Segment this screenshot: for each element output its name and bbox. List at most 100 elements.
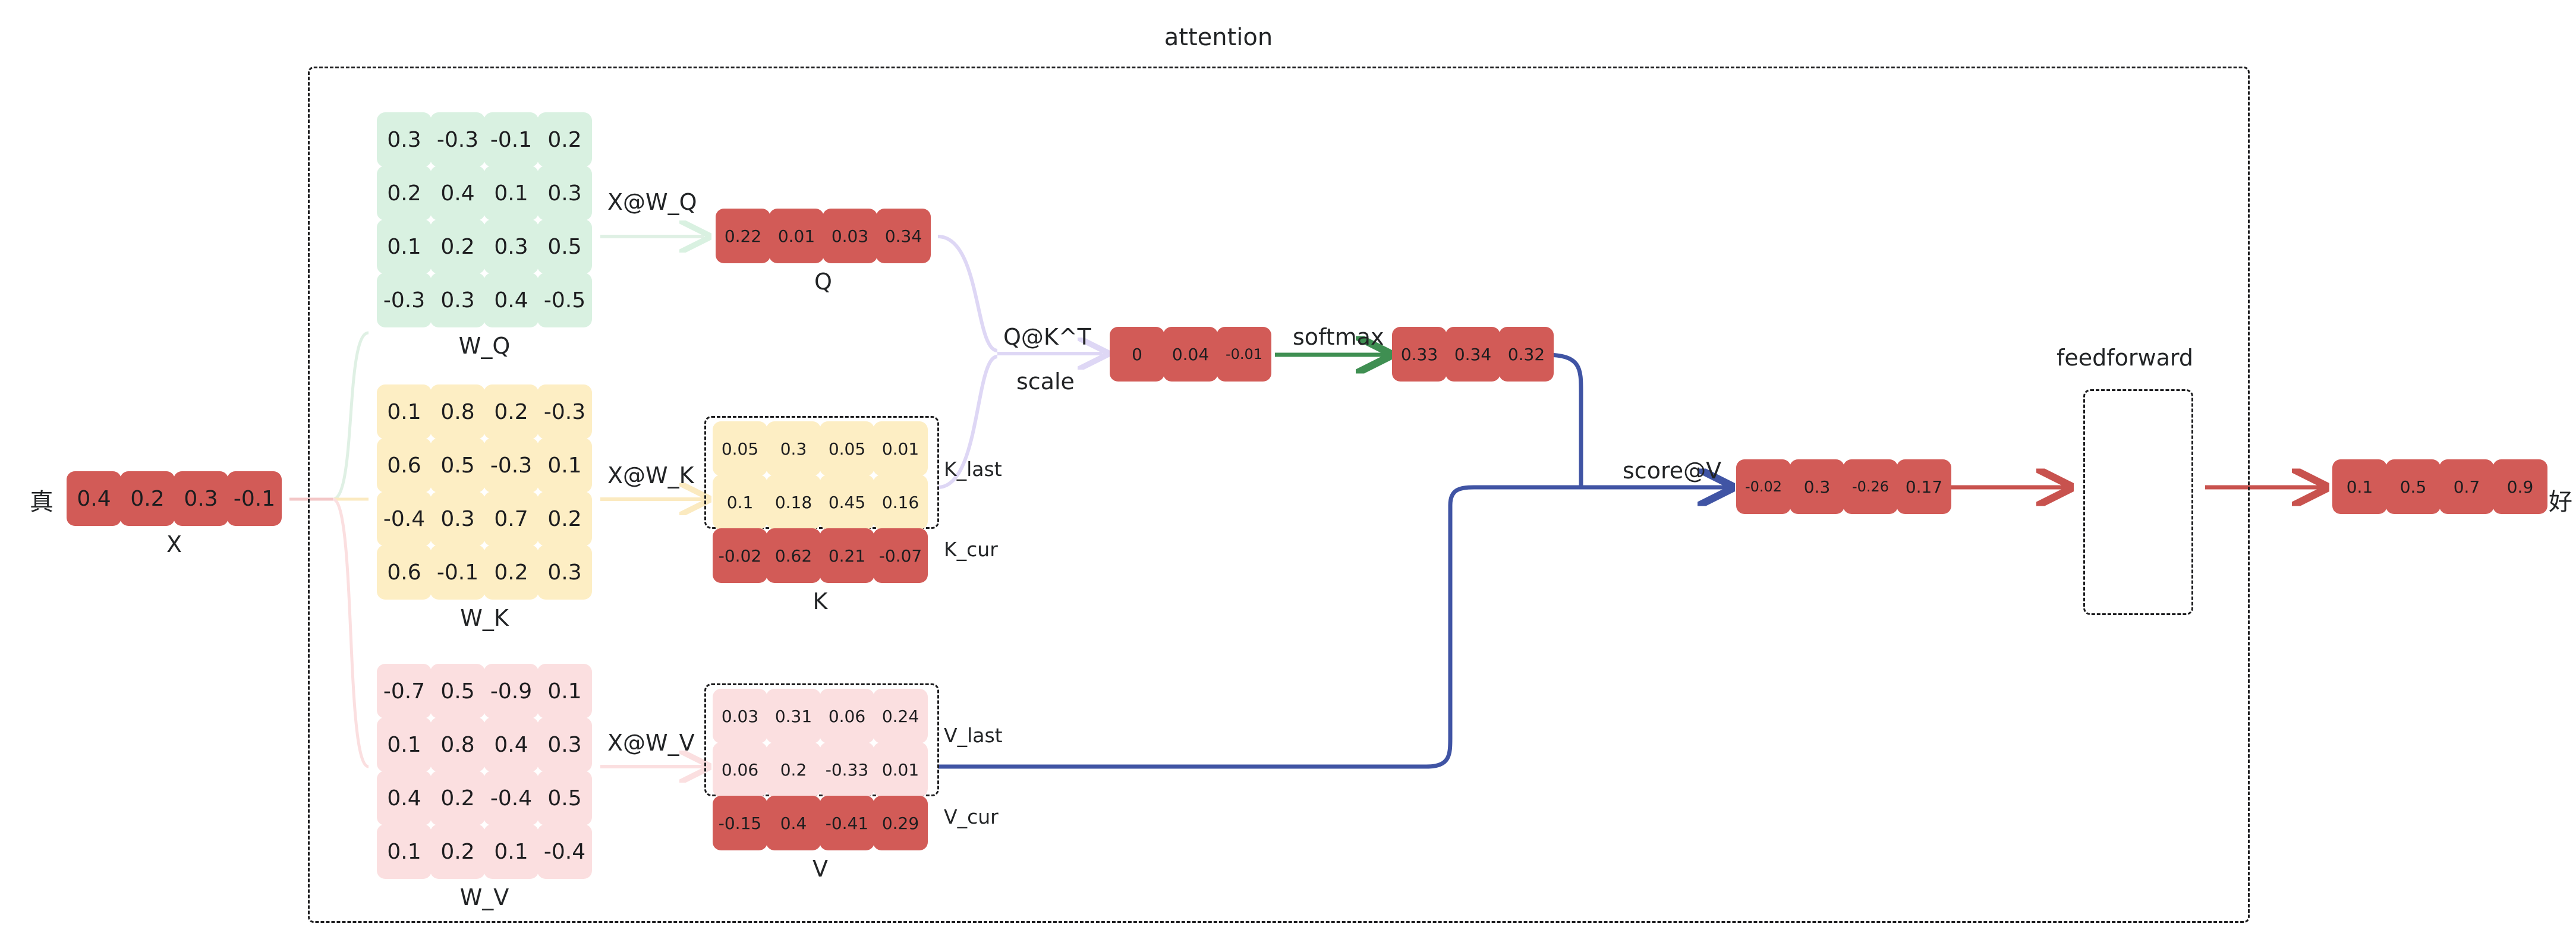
cell: 0.34 <box>1446 327 1500 382</box>
table-row: -0.7 0.5 -0.9 0.1 <box>377 664 592 718</box>
cell: 0 <box>1110 327 1164 382</box>
k-cur-label: K_cur <box>944 538 998 561</box>
cell: -0.07 <box>873 528 928 583</box>
table-row: 0.22 0.01 0.03 0.34 <box>716 209 931 263</box>
cell: 0.01 <box>873 421 928 476</box>
v-last-label: V_last <box>944 724 1003 747</box>
cell: 0.3 <box>537 717 592 772</box>
cell: 0.2 <box>537 112 592 167</box>
cell: 0.03 <box>823 209 877 263</box>
table-row: 0.1 0.5 0.7 0.9 <box>2332 459 2547 514</box>
table-row: 0.6 -0.1 0.2 0.3 <box>377 545 592 600</box>
cell: -0.3 <box>484 438 538 493</box>
matrix-V: 0.03 0.31 0.06 0.24 0.06 0.2 -0.33 0.01 … <box>713 689 928 882</box>
cell: 0.16 <box>873 475 928 529</box>
cell: -0.9 <box>484 664 538 718</box>
cell: -0.4 <box>484 771 538 825</box>
table-row: 0.03 0.31 0.06 0.24 <box>713 689 928 743</box>
matrix-X-label: X <box>166 531 182 557</box>
cell: -0.4 <box>537 824 592 879</box>
matrix-W_K-label: W_K <box>460 605 509 631</box>
cell: 0.7 <box>2439 459 2494 514</box>
cell: -0.5 <box>537 273 592 327</box>
cell: 0.1 <box>377 824 432 879</box>
label-q-at-kt: Q@K^T <box>1003 324 1091 350</box>
cell: -0.3 <box>430 112 485 167</box>
cell: 0.1 <box>537 438 592 493</box>
cell: 0.1 <box>2332 459 2387 514</box>
cell: 0.1 <box>377 384 432 439</box>
cell: 0.1 <box>713 475 767 529</box>
cell: 0.1 <box>484 166 538 220</box>
label-x-at-wv: X@W_V <box>607 730 695 756</box>
cell: -0.1 <box>430 545 485 600</box>
table-row: 0.3 -0.3 -0.1 0.2 <box>377 112 592 167</box>
matrix-Q: 0.22 0.01 0.03 0.34 Q <box>716 209 931 295</box>
cell: -0.01 <box>1217 327 1271 382</box>
cell: -0.41 <box>820 796 874 850</box>
cell: 0.22 <box>716 209 770 263</box>
cell: 0.2 <box>537 491 592 546</box>
input-token-label: 真 <box>30 488 53 516</box>
cell: 0.24 <box>873 689 928 743</box>
table-row: 0.05 0.3 0.05 0.01 <box>713 421 928 476</box>
cell: -0.26 <box>1843 459 1898 514</box>
cell: 0.4 <box>67 471 121 526</box>
cell: 0.31 <box>766 689 821 743</box>
cell: -0.33 <box>820 742 874 797</box>
cell: 0.3 <box>537 166 592 220</box>
cell: 0.3 <box>1790 459 1844 514</box>
table-row: 0.1 0.2 0.3 0.5 <box>377 219 592 274</box>
cell: 0.2 <box>430 824 485 879</box>
cell: 0.6 <box>377 545 432 600</box>
cell: -0.1 <box>484 112 538 167</box>
output-token-label: 好 <box>2549 488 2572 516</box>
cell: -0.3 <box>537 384 592 439</box>
cell: 0.21 <box>820 528 874 583</box>
cell: 0.03 <box>713 689 767 743</box>
matrix-X: 0.4 0.2 0.3 -0.1 X <box>67 471 282 557</box>
cell: 0.4 <box>484 273 538 327</box>
feedforward-label: feedforward <box>2057 345 2193 371</box>
table-row: -0.02 0.3 -0.26 0.17 <box>1736 459 1951 514</box>
cell: -0.02 <box>1736 459 1791 514</box>
cell: 0.32 <box>1499 327 1554 382</box>
matrix-W_K: 0.1 0.8 0.2 -0.3 0.6 0.5 -0.3 0.1 -0.4 0… <box>377 384 592 631</box>
matrix-W_V: -0.7 0.5 -0.9 0.1 0.1 0.8 0.4 0.3 0.4 0.… <box>377 664 592 910</box>
table-row: -0.15 0.4 -0.41 0.29 <box>713 796 928 850</box>
table-row: 0.1 0.2 0.1 -0.4 <box>377 824 592 879</box>
cell: 0.5 <box>430 438 485 493</box>
cell: -0.3 <box>377 273 432 327</box>
matrix-W_V-label: W_V <box>459 884 509 910</box>
cell: 0.05 <box>713 421 767 476</box>
cell: 0.6 <box>377 438 432 493</box>
cell: -0.15 <box>713 796 767 850</box>
label-x-at-wq: X@W_Q <box>607 189 697 215</box>
cell: 0.3 <box>537 545 592 600</box>
cell: 0.7 <box>484 491 538 546</box>
matrix-output: 0.1 0.5 0.7 0.9 <box>2332 459 2547 514</box>
table-row: -0.02 0.62 0.21 -0.07 <box>713 528 928 583</box>
cell: 0.3 <box>430 491 485 546</box>
cell: -0.7 <box>377 664 432 718</box>
cell: 0.45 <box>820 475 874 529</box>
label-score-at-v: score@V <box>1623 458 1722 484</box>
table-row: 0.1 0.8 0.2 -0.3 <box>377 384 592 439</box>
cell: 0.1 <box>377 219 432 274</box>
cell: 0.5 <box>2386 459 2440 514</box>
matrix-Q-label: Q <box>814 269 832 295</box>
table-row: -0.3 0.3 0.4 -0.5 <box>377 273 592 327</box>
cell: 0.2 <box>120 471 175 526</box>
attention-title: attention <box>1164 24 1273 51</box>
cell: 0.01 <box>769 209 824 263</box>
cell: 0.3 <box>484 219 538 274</box>
cell: 0.5 <box>537 771 592 825</box>
cell: 0.1 <box>484 824 538 879</box>
cell: 0.9 <box>2493 459 2547 514</box>
matrix-K-label: K <box>813 588 828 614</box>
cell: 0.4 <box>430 166 485 220</box>
matrix-context: -0.02 0.3 -0.26 0.17 <box>1736 459 1951 514</box>
table-row: 0.1 0.18 0.45 0.16 <box>713 475 928 529</box>
matrix-K: 0.05 0.3 0.05 0.01 0.1 0.18 0.45 0.16 -0… <box>713 421 928 614</box>
matrix-attention-weights: 0.33 0.34 0.32 <box>1392 327 1554 382</box>
